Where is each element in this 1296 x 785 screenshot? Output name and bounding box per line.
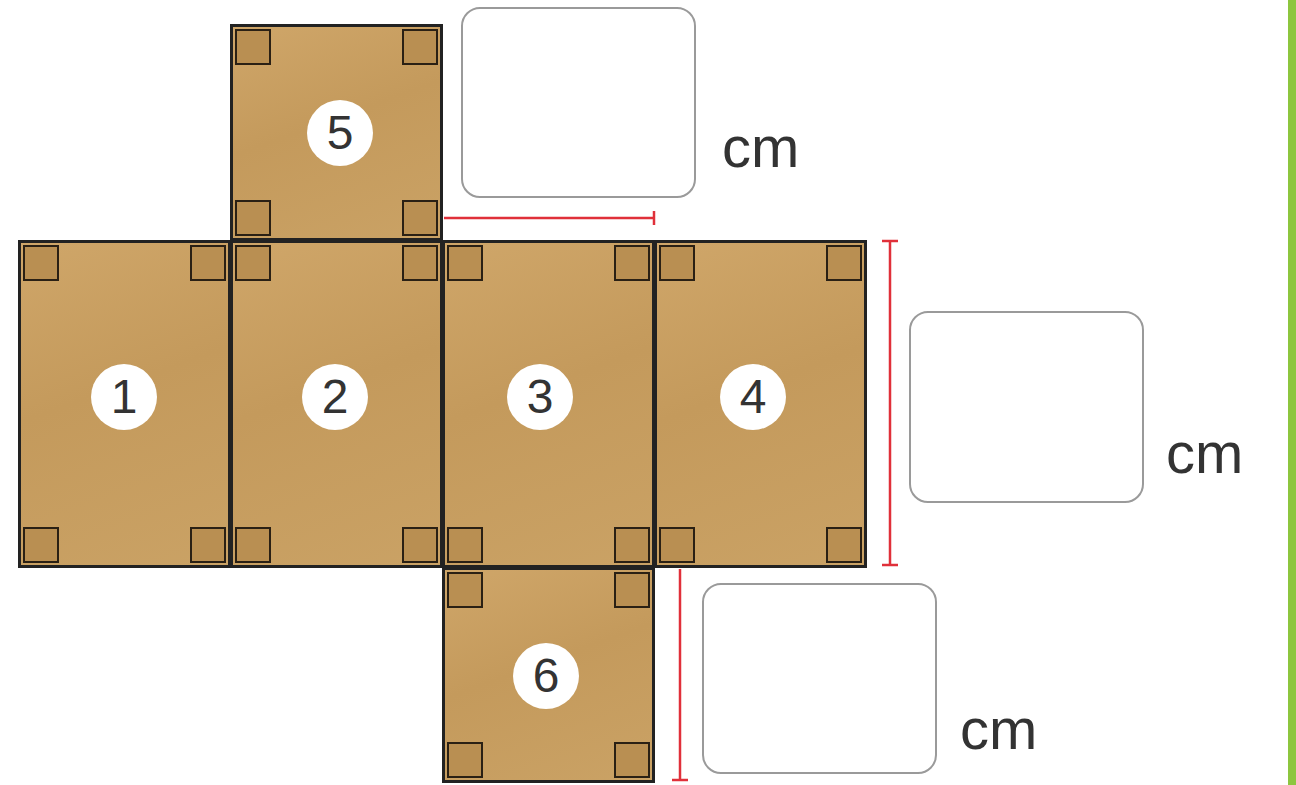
net-face: 2: [230, 240, 443, 568]
page-edge-bar: [1288, 0, 1296, 785]
callout-number: 2: [302, 364, 368, 430]
answer-box: [462, 8, 695, 197]
net-face: 4: [654, 240, 867, 568]
corner-square: [659, 245, 695, 281]
corner-square: [402, 29, 438, 65]
corner-square: [402, 245, 438, 281]
answer-box: [910, 312, 1143, 502]
corner-square: [447, 742, 483, 778]
corner-square: [447, 572, 483, 608]
corner-square: [447, 527, 483, 563]
net-face: 5: [230, 24, 443, 241]
corner-square: [614, 527, 650, 563]
answer-box: [703, 584, 936, 773]
corner-square: [826, 245, 862, 281]
corner-square: [447, 245, 483, 281]
callout-number: 1: [91, 364, 157, 430]
corner-square: [235, 245, 271, 281]
corner-square: [235, 527, 271, 563]
net-face: 1: [18, 240, 231, 568]
corner-square: [614, 245, 650, 281]
corner-square: [190, 245, 226, 281]
corner-square: [402, 527, 438, 563]
unit-label: cm: [722, 118, 799, 176]
corner-square: [614, 572, 650, 608]
corner-square: [659, 527, 695, 563]
corner-square: [235, 29, 271, 65]
callout-number: 5: [307, 100, 373, 166]
unit-label: cm: [960, 700, 1037, 758]
corner-square: [614, 742, 650, 778]
callout-number: 6: [513, 643, 579, 709]
corner-square: [190, 527, 226, 563]
net-face: 6: [442, 567, 655, 783]
callout-number: 4: [720, 364, 786, 430]
corner-square: [23, 527, 59, 563]
net-face: 3: [442, 240, 655, 568]
unit-label: cm: [1166, 424, 1243, 482]
corner-square: [402, 200, 438, 236]
callout-number: 3: [507, 364, 573, 430]
corner-square: [826, 527, 862, 563]
corner-square: [235, 200, 271, 236]
corner-square: [23, 245, 59, 281]
